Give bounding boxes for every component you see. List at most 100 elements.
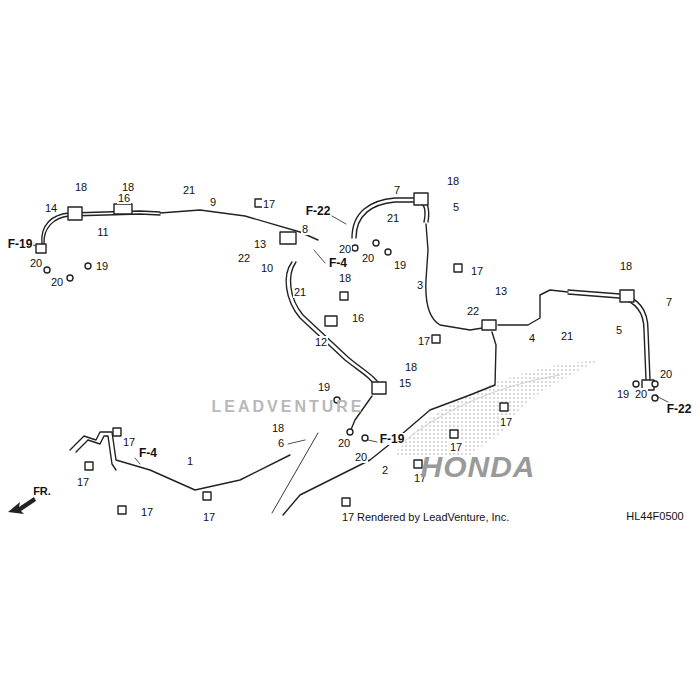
- brake-pipe: [70, 432, 290, 490]
- figure-reference: F-4: [138, 447, 158, 459]
- callout-number: 4: [528, 332, 536, 344]
- hose-fitting: [372, 382, 386, 394]
- brake-hose: [291, 262, 382, 388]
- hose-clamp: [325, 316, 337, 326]
- front-arrow: [8, 497, 36, 514]
- callout-number: 18: [74, 181, 88, 193]
- callout-number: 1: [186, 455, 194, 467]
- brake-pipe: [283, 332, 496, 515]
- callout-number: 12: [314, 336, 328, 348]
- callout-number: 6: [277, 437, 285, 449]
- logo-wing-line: [400, 375, 560, 445]
- washer: [652, 395, 658, 401]
- callout-number: 20: [354, 451, 368, 463]
- callout-number: 22: [466, 305, 480, 317]
- callout-number: 18: [619, 260, 633, 272]
- note-text: Rendered by LeadVenture, Inc.: [356, 511, 510, 523]
- leader-line: [332, 216, 346, 224]
- callout-number: 17: [470, 265, 484, 277]
- pipe-clip: [342, 498, 350, 506]
- washer: [44, 267, 50, 273]
- callout-number: 16: [117, 192, 131, 204]
- callout-number: 19: [616, 388, 630, 400]
- pipe-clip: [113, 428, 121, 436]
- callout-number: 3: [416, 279, 424, 291]
- leader-line: [656, 396, 668, 402]
- hose-fitting: [68, 207, 82, 220]
- callout-number: 17: [262, 198, 276, 210]
- callout-number: 5: [615, 324, 623, 336]
- washer: [67, 275, 73, 281]
- callout-number: 17: [122, 436, 136, 448]
- callout-number: 7: [393, 184, 401, 196]
- callout-number: 18: [271, 422, 285, 434]
- leader-line: [368, 440, 377, 442]
- banjo-fitting: [36, 244, 46, 253]
- brake-pipe: [426, 224, 495, 330]
- callout-number: 17: [202, 511, 216, 523]
- washer: [373, 240, 379, 246]
- brake-hose: [286, 262, 378, 390]
- callout-number: 20: [634, 388, 648, 400]
- callout-number: 22: [237, 252, 251, 264]
- callout-number: 17: [140, 506, 154, 518]
- pipe-clip: [432, 335, 440, 343]
- figure-reference: F-22: [305, 205, 332, 217]
- brake-hose: [568, 290, 650, 380]
- bolt: [633, 381, 639, 387]
- callout-number: 13: [494, 285, 508, 297]
- pipe-clip: [454, 264, 462, 272]
- callout-number: 20: [337, 437, 351, 449]
- note-text: HL44F0500: [625, 510, 685, 522]
- three-way-joint: [482, 320, 496, 330]
- brake-hose: [568, 294, 646, 380]
- callout-number: 13: [253, 238, 267, 250]
- callout-number: 20: [659, 368, 673, 380]
- callout-number: 14: [44, 202, 58, 214]
- callout-number: 21: [182, 184, 196, 196]
- callout-number: 18: [338, 272, 352, 284]
- logo-wing: [395, 360, 600, 455]
- callout-number: 11: [96, 226, 109, 238]
- callout-number: 20: [338, 243, 352, 255]
- callout-number: 17: [341, 511, 355, 523]
- figure-reference: F-22: [666, 403, 693, 415]
- bolt: [385, 249, 391, 255]
- front-marker: FR.: [32, 485, 52, 497]
- callout-number: 18: [404, 361, 418, 373]
- callout-number: 19: [317, 381, 331, 393]
- pipe-clip: [450, 430, 458, 438]
- callout-number: 15: [398, 377, 412, 389]
- watermark: LEADVENTURE: [210, 401, 365, 413]
- brake-pipe: [498, 290, 568, 325]
- pipe-clip: [500, 403, 508, 411]
- callout-number: 17: [449, 441, 463, 453]
- figure-reference: F-19: [379, 433, 406, 445]
- pipe-clip: [118, 506, 126, 514]
- callout-number: 21: [293, 286, 307, 298]
- callout-number: 17: [76, 476, 90, 488]
- washer: [652, 381, 658, 387]
- hose-clamp: [114, 204, 132, 214]
- logo-text: HONDA: [420, 461, 537, 473]
- figure-reference: F-4: [328, 257, 348, 269]
- callout-number: 2: [381, 464, 389, 476]
- brake-pipe: [76, 436, 116, 470]
- guide-line: [272, 433, 318, 513]
- callout-number: 10: [260, 262, 274, 274]
- callout-number: 17: [413, 472, 427, 484]
- leader-line: [288, 440, 305, 444]
- callout-number: 8: [301, 223, 309, 235]
- callout-number: 9: [209, 196, 217, 208]
- callout-number: 7: [665, 296, 673, 308]
- bolt: [85, 263, 91, 269]
- callout-number: 19: [393, 259, 407, 271]
- callout-number: 19: [95, 260, 109, 272]
- brake-hose: [44, 214, 160, 244]
- callout-number: 21: [560, 330, 574, 342]
- hose-fitting: [414, 193, 428, 205]
- callout-number: 20: [29, 257, 43, 269]
- hose-clamp: [620, 290, 634, 302]
